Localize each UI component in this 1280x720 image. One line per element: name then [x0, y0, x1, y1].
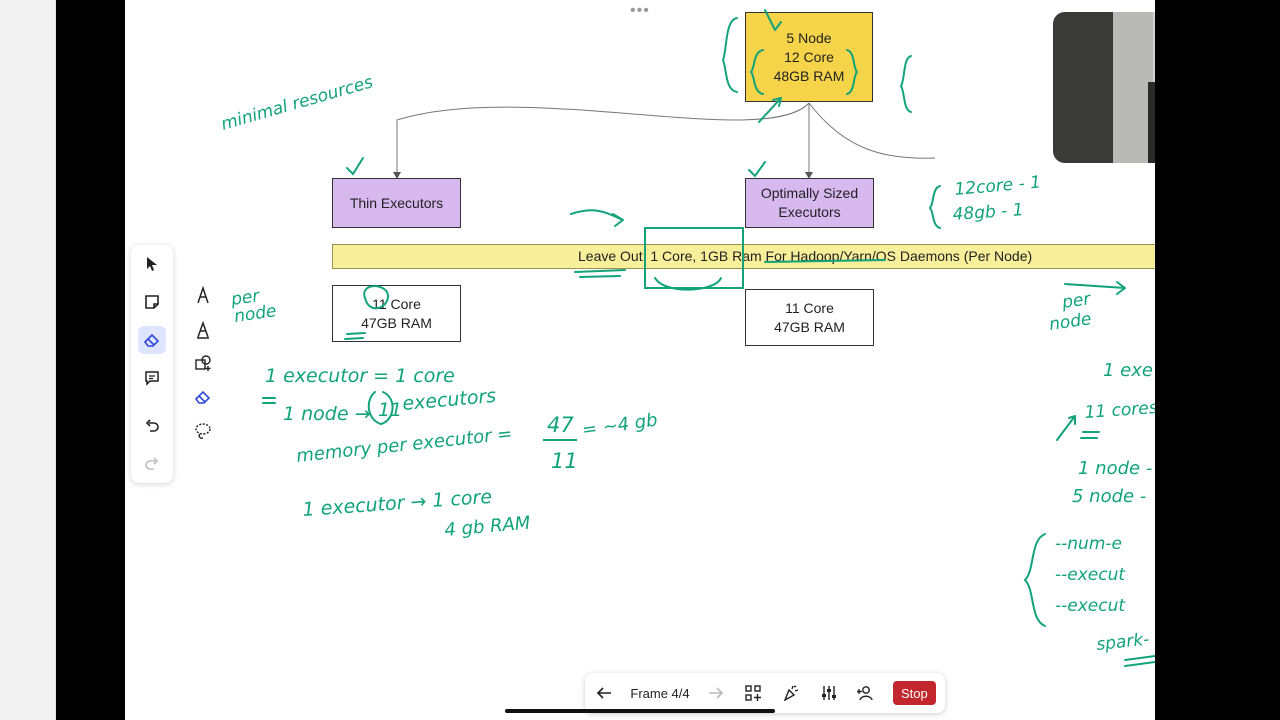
stop-button[interactable]: Stop: [893, 681, 936, 705]
right-node-cores: 11 Core: [785, 299, 834, 316]
cluster-nodes: 5 Node: [786, 29, 832, 46]
ink-eq2b: 11: [378, 399, 402, 421]
ink-eq1: 1 executor = 1 core: [265, 365, 455, 387]
ink-r7: --execut: [1055, 596, 1126, 616]
undo-icon[interactable]: [138, 412, 166, 440]
tool-palette: [131, 245, 173, 483]
ink-approx: = ~4 gb: [581, 410, 659, 441]
shapes-icon[interactable]: [189, 350, 217, 376]
pen-subtools: [185, 280, 221, 460]
ink-eq2a: 1 node →: [283, 403, 371, 425]
left-node-cores: 11 Core: [372, 295, 421, 312]
thin-executors-label: Thin Executors: [349, 194, 444, 211]
add-user-icon[interactable]: [855, 681, 877, 705]
ink-result2: 4 gb RAM: [444, 513, 532, 541]
ink-eq3: memory per executor =: [295, 423, 513, 467]
optimal-executors-line1: Optimally Sized: [760, 185, 859, 201]
frames-grid-icon[interactable]: [742, 681, 764, 705]
redo-icon[interactable]: [138, 450, 166, 478]
ink-r2: 11 cores: [1084, 398, 1155, 423]
ink-per-left-a: per: [229, 286, 262, 310]
comment-icon[interactable]: [138, 364, 166, 392]
ink-r4: 5 node -: [1072, 486, 1146, 507]
optimal-executors-line2: Executors: [778, 204, 841, 220]
ink-result1: 1 executor → 1 core: [302, 486, 493, 521]
highlighter-icon[interactable]: [189, 317, 217, 343]
ink-frac-num: 47: [547, 413, 574, 437]
presentation-bar: Frame 4/4 Stop: [585, 673, 945, 713]
ink-r3: 1 node -: [1078, 458, 1152, 479]
ink-r5: --num-e: [1055, 534, 1122, 554]
ink-eq2c: executors: [402, 385, 498, 415]
select-cursor-icon[interactable]: [138, 250, 166, 278]
ink-right-mem: 48gb - 1: [952, 200, 1024, 225]
ink-r8: spark-: [1095, 630, 1150, 655]
cluster-box[interactable]: 5 Node 12 Core 48GB RAM: [745, 12, 873, 102]
leave-out-text: Leave Out: 1 Core, 1GB Ram For Hadoop/Ya…: [578, 248, 1033, 264]
celebrate-icon[interactable]: [780, 681, 802, 705]
next-frame-icon[interactable]: [705, 681, 727, 705]
ink-right-core: 12core - 1: [954, 173, 1042, 200]
sticky-note-icon[interactable]: [138, 288, 166, 316]
ink-r1: 1 exe: [1103, 360, 1153, 381]
connector-thin: [396, 102, 810, 176]
ink-minimal-resources: minimal resources: [219, 72, 376, 135]
home-indicator: [505, 709, 775, 713]
whiteboard-canvas[interactable]: ••• 5 Node 12 Core 48GB RAM Thin Executo…: [125, 0, 1155, 720]
ink-r6: --execut: [1055, 565, 1126, 585]
pen-eraser-icon[interactable]: [189, 384, 217, 410]
eraser-icon[interactable]: [138, 326, 166, 354]
lasso-icon[interactable]: [189, 418, 217, 444]
previous-frame-icon[interactable]: [593, 681, 615, 705]
optimal-executors-box[interactable]: Optimally Sized Executors: [745, 178, 874, 228]
ink-per-left-b: node: [233, 301, 278, 327]
ink-per-right-b: node: [1048, 309, 1093, 335]
ink-layer: minimal resources per node 1 executor = …: [219, 9, 1155, 667]
left-node-box[interactable]: 11 Core 47GB RAM: [332, 285, 461, 342]
cluster-cores: 12 Core: [784, 48, 834, 65]
ink-frac-den: 11: [551, 449, 578, 473]
settings-sliders-icon[interactable]: [818, 681, 840, 705]
leave-out-banner[interactable]: Leave Out: 1 Core, 1GB Ram For Hadoop/Ya…: [332, 244, 1155, 269]
right-node-box[interactable]: 11 Core 47GB RAM: [745, 289, 874, 346]
left-margin-strip: [0, 0, 56, 720]
cluster-ram: 48GB RAM: [773, 67, 845, 84]
ink-per-right-a: per: [1060, 289, 1093, 313]
more-options-icon[interactable]: •••: [630, 2, 650, 19]
connector-right: [808, 102, 936, 159]
pen-icon[interactable]: [189, 282, 217, 308]
thin-executors-box[interactable]: Thin Executors: [332, 178, 461, 228]
left-node-ram: 47GB RAM: [361, 314, 432, 331]
right-node-ram: 47GB RAM: [774, 318, 845, 335]
frame-indicator: Frame 4/4: [630, 685, 690, 701]
webcam-video: [1053, 12, 1155, 163]
